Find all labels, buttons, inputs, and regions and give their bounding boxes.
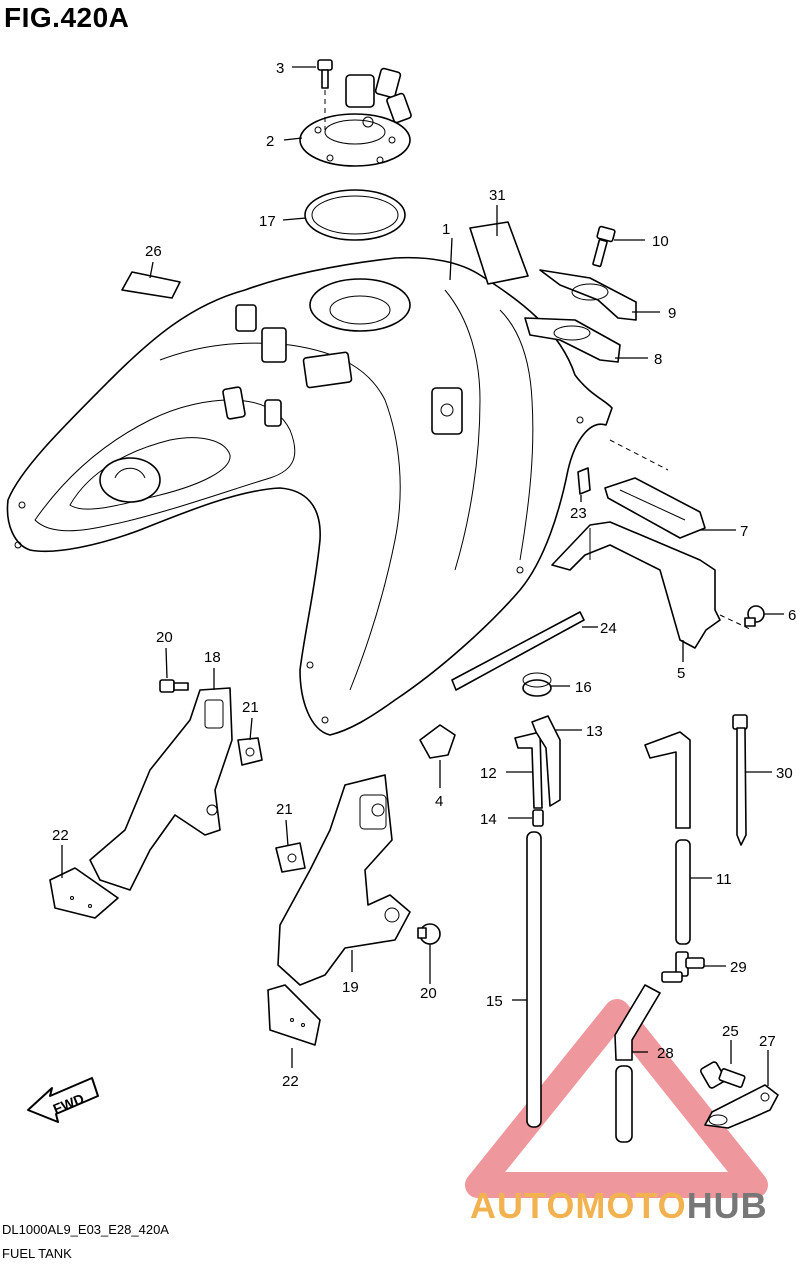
fuel-tank [6, 256, 613, 736]
figure-title: FIG.420A [4, 2, 130, 33]
callout-29: 29 [730, 959, 747, 976]
callout-23: 23 [570, 505, 587, 522]
pad [121, 271, 181, 299]
callout-22-right: 22 [282, 1073, 299, 1090]
callout-24: 24 [600, 620, 617, 637]
tee-29 [661, 951, 705, 983]
callout-8: 8 [654, 351, 662, 368]
callout-31: 31 [489, 187, 506, 204]
callout-25: 25 [722, 1023, 739, 1040]
watermark-triangle [465, 999, 768, 1198]
fwd-arrow-icon: FWD [27, 1077, 99, 1123]
bracket-5 [551, 439, 753, 649]
callout-16: 16 [575, 679, 592, 696]
callout-12: 12 [480, 765, 497, 782]
damper-8 [524, 317, 621, 363]
label-pad [469, 221, 529, 285]
bolt-6 [744, 605, 765, 627]
callout-15: 15 [486, 993, 503, 1010]
clip-4 [419, 724, 456, 759]
bolt-20a [159, 679, 189, 693]
callout-19: 19 [342, 979, 359, 996]
joint-14 [532, 809, 544, 827]
watermark-brand: AUTOMOTOHUB [470, 1185, 768, 1227]
callout-numbers: 1 2 3 17 26 31 10 9 8 23 7 6 5 24 16 4 1… [52, 60, 796, 1090]
figure-code: DL1000AL9_E03_E28_420A [2, 1222, 169, 1237]
callout-13: 13 [586, 723, 603, 740]
callout-17: 17 [259, 213, 276, 230]
callout-22-left: 22 [52, 827, 69, 844]
callout-5: 5 [677, 665, 685, 682]
strip-24 [451, 611, 585, 691]
callout-14: 14 [480, 811, 497, 828]
callout-21-upper: 21 [242, 699, 259, 716]
bracket-19 [277, 774, 411, 986]
figure-part-name: FUEL TANK [2, 1246, 72, 1261]
hose-15 [526, 831, 542, 1128]
cable-tie-30 [732, 714, 748, 846]
bracket-27 [704, 1084, 779, 1129]
cushion-7 [604, 477, 706, 539]
hose-11-upper [644, 731, 691, 829]
hose-11-lower [675, 839, 691, 945]
callout-9: 9 [668, 305, 676, 322]
callout-28: 28 [657, 1045, 674, 1062]
nut-21b [275, 842, 306, 873]
bolt-20b [417, 923, 441, 945]
bolt-25 [700, 1061, 746, 1089]
gasket-ring [304, 189, 406, 241]
fuel-cap [299, 67, 412, 167]
callout-18: 18 [204, 649, 221, 666]
callout-7: 7 [740, 523, 748, 540]
callout-21-lower: 21 [276, 801, 293, 818]
nut-21a [237, 737, 263, 766]
watermark-brand-part3: HUB [686, 1185, 768, 1226]
hose-13 [531, 715, 561, 807]
callout-1: 1 [442, 221, 450, 238]
bolt-10 [592, 225, 616, 268]
bracket-9 [539, 269, 637, 321]
callout-10: 10 [652, 233, 669, 250]
callout-20-lower: 20 [420, 985, 437, 1002]
clip-23 [577, 467, 591, 495]
callout-27: 27 [759, 1033, 776, 1050]
callout-26: 26 [145, 243, 162, 260]
grommet-16 [522, 672, 552, 697]
callout-3: 3 [276, 60, 284, 77]
callout-6: 6 [788, 607, 796, 624]
pad-22b [267, 984, 321, 1046]
bracket-18 [89, 687, 233, 891]
callout-2: 2 [266, 133, 274, 150]
callout-4: 4 [435, 793, 443, 810]
callout-20-upper: 20 [156, 629, 173, 646]
pad-22a [49, 867, 119, 919]
hose-28 [614, 984, 661, 1143]
hose-12 [514, 731, 543, 809]
cap-bolt [317, 59, 333, 130]
leader-lines [61, 66, 784, 1086]
watermark-brand-part1: AUTO [470, 1185, 576, 1226]
callout-11: 11 [716, 871, 732, 888]
watermark-brand-part2: MOTO [575, 1185, 687, 1226]
callout-30: 30 [776, 765, 793, 782]
